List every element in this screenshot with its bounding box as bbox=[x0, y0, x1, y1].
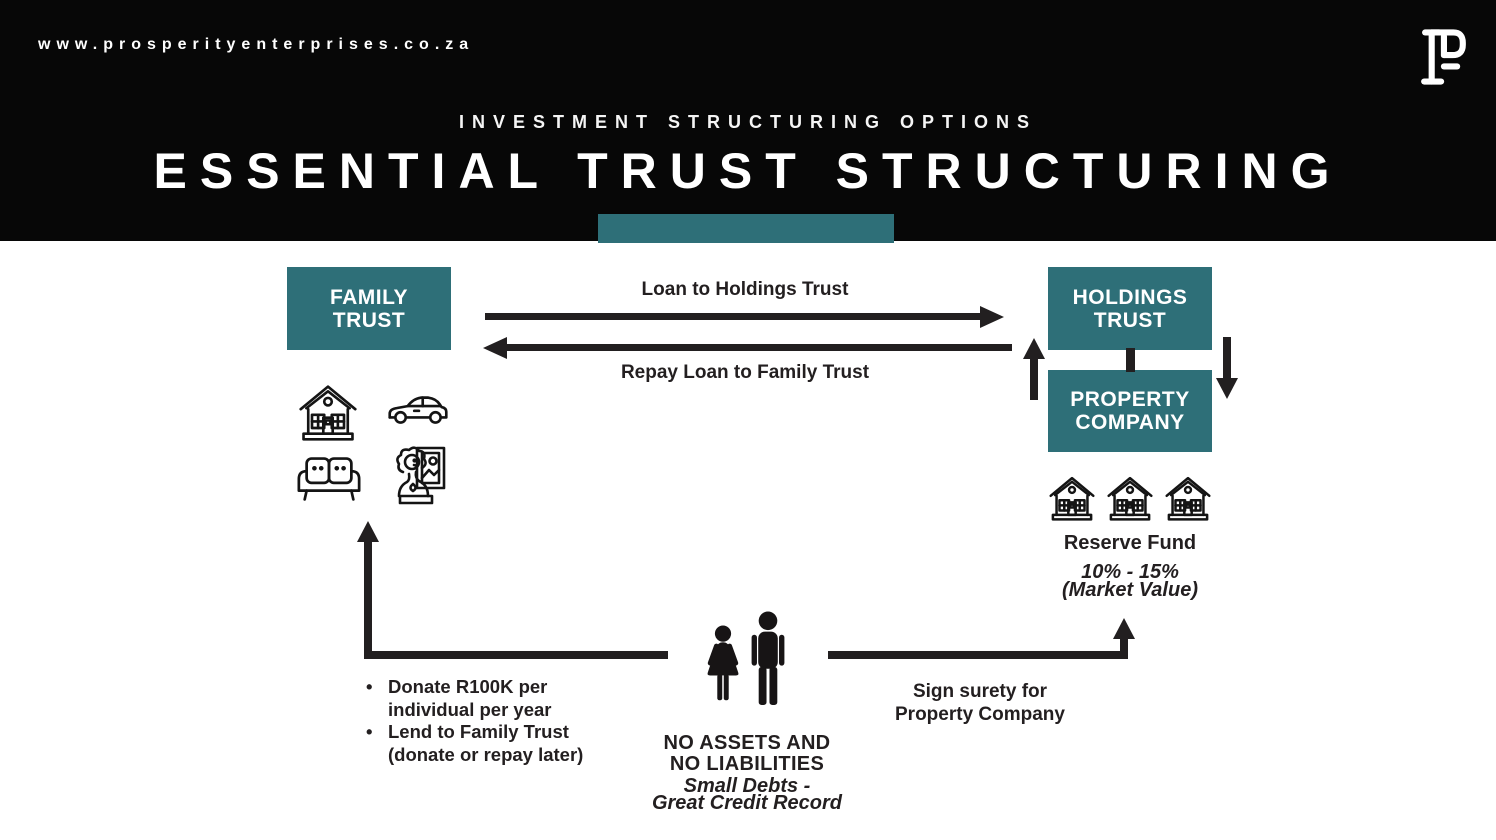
subtitle-kicker: INVESTMENT STRUCTURING OPTIONS bbox=[458, 112, 1037, 132]
donor-notes-list: • Donate R100K per individual per year •… bbox=[366, 676, 583, 766]
page-title: ESSENTIAL TRUST STRUCTURING bbox=[153, 143, 1343, 199]
loan-arrow-label: Loan to Holdings Trust bbox=[641, 279, 849, 300]
reserve-range-label: 10% - 15% bbox=[1081, 561, 1179, 583]
header: www.prosperityenterprises.co.za INVESTME… bbox=[0, 0, 1496, 243]
holdings-trust-label-line1: HOLDINGS bbox=[1072, 285, 1188, 309]
building-icon bbox=[1105, 474, 1155, 522]
property-company-box: PROPERTY COMPANY bbox=[1048, 370, 1212, 452]
family-trust-label-line1: FAMILY bbox=[329, 285, 409, 309]
prosperity-logo-icon bbox=[1412, 24, 1474, 90]
building-icon bbox=[1047, 474, 1097, 522]
list-item: • Donate R100K per individual per year bbox=[366, 676, 583, 721]
bullet2-line1: Lend to Family Trust bbox=[388, 721, 569, 742]
woman-icon bbox=[703, 623, 743, 714]
couple-caption-line3: Small Debts - bbox=[683, 775, 811, 797]
list-item: • Lend to Family Trust (donate or repay … bbox=[366, 721, 583, 766]
property-company-label-line2: COMPANY bbox=[1075, 411, 1185, 434]
couple-caption-line1: NO ASSETS AND bbox=[663, 732, 831, 754]
family-trust-label-line2: TRUST bbox=[332, 308, 406, 332]
bullet1-line2: individual per year bbox=[388, 698, 552, 720]
repay-arrow-label: Repay Loan to Family Trust bbox=[620, 362, 870, 383]
surety-label-line2: Property Company bbox=[895, 704, 1065, 725]
holdings-trust-box: HOLDINGS TRUST bbox=[1048, 267, 1212, 350]
property-company-label-line1: PROPERTY bbox=[1070, 388, 1190, 411]
holdings-property-connector bbox=[1126, 348, 1135, 372]
sofa-icon bbox=[294, 453, 364, 503]
house-icon bbox=[296, 381, 360, 443]
bullet-icon: • bbox=[366, 676, 373, 697]
artwork-icon bbox=[388, 444, 448, 508]
holdings-trust-label-line2: TRUST bbox=[1093, 308, 1167, 332]
reserve-basis-label: (Market Value) bbox=[1062, 579, 1198, 601]
bullet-icon: • bbox=[366, 721, 373, 742]
car-icon bbox=[385, 389, 451, 427]
man-icon bbox=[746, 611, 790, 712]
accent-bar bbox=[598, 214, 894, 243]
family-trust-box: FAMILY TRUST bbox=[287, 267, 451, 350]
bullet1-line1: Donate R100K per bbox=[388, 676, 548, 697]
building-icon bbox=[1163, 474, 1213, 522]
reserve-fund-label: Reserve Fund bbox=[1063, 532, 1197, 554]
couple-caption-line2: NO LIABILITIES bbox=[669, 753, 825, 775]
surety-label-line1: Sign surety for bbox=[912, 681, 1048, 702]
couple-caption-line4: Great Credit Record bbox=[651, 792, 843, 814]
website-url: www.prosperityenterprises.co.za bbox=[38, 36, 475, 53]
bullet2-line2: (donate or repay later) bbox=[388, 743, 584, 765]
